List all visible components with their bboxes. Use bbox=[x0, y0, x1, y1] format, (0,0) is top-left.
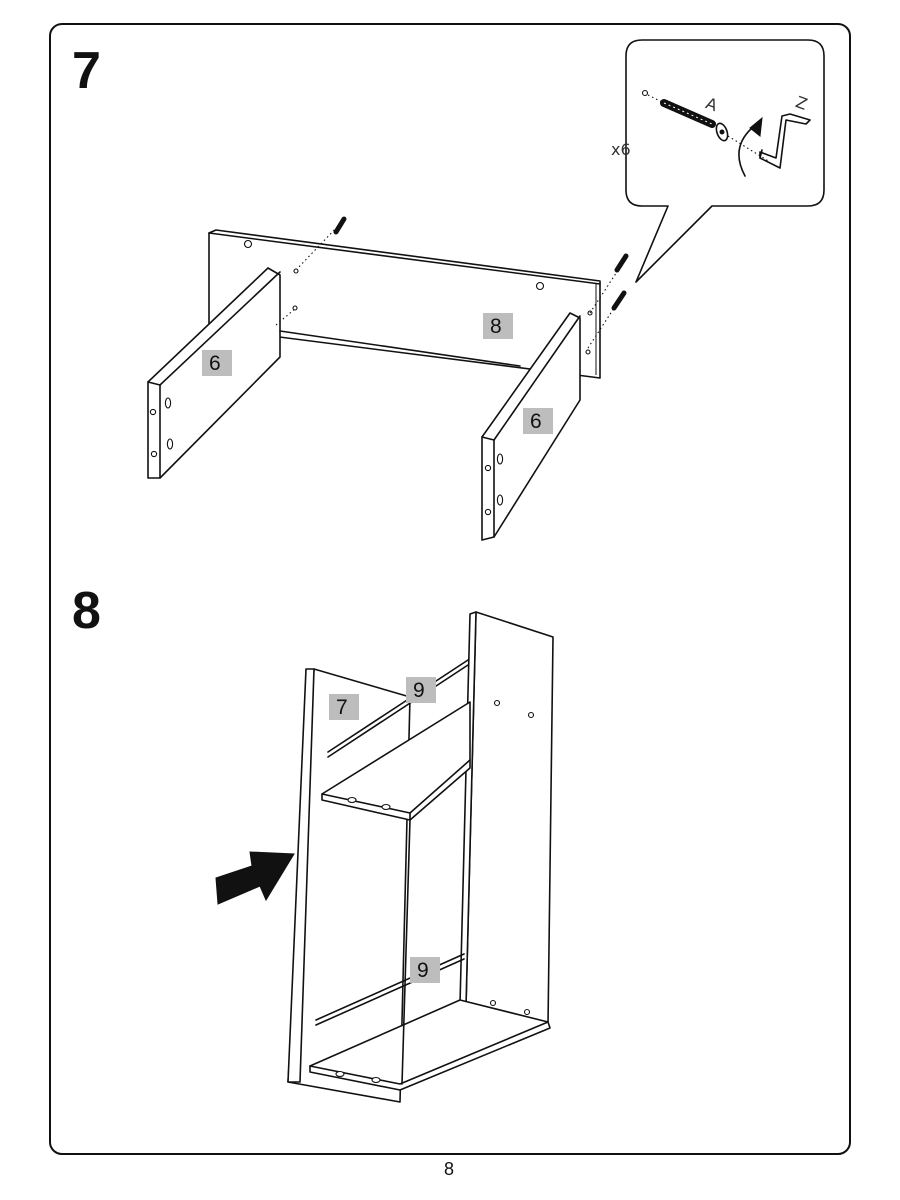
hardware-callout: x6 A Z bbox=[611, 39, 825, 283]
screw-a-icon bbox=[641, 89, 771, 163]
quantity-label: x6 bbox=[611, 140, 631, 159]
page-number: 8 bbox=[444, 1159, 454, 1179]
step-number: 7 bbox=[72, 42, 101, 100]
panel-edge bbox=[279, 330, 521, 367]
shelf-9-top bbox=[321, 659, 471, 821]
side-panel-right bbox=[459, 611, 554, 1026]
allen-key-icon bbox=[738, 113, 811, 177]
push-arrow-icon bbox=[215, 851, 295, 905]
part-label: 7 bbox=[336, 696, 348, 719]
step-number: 8 bbox=[72, 582, 101, 640]
part-label: 9 bbox=[413, 679, 425, 702]
part-label: 6 bbox=[530, 410, 542, 433]
panel-edge bbox=[401, 819, 411, 1085]
screw-icon bbox=[333, 216, 629, 311]
panel-8-back bbox=[208, 229, 601, 379]
part-label: 6 bbox=[209, 352, 221, 375]
part-label: 8 bbox=[490, 315, 502, 338]
part-label: 9 bbox=[417, 959, 429, 982]
step-7: 7 bbox=[72, 39, 825, 541]
step-8: 8 bbox=[72, 582, 554, 1103]
page-frame bbox=[49, 23, 851, 1155]
